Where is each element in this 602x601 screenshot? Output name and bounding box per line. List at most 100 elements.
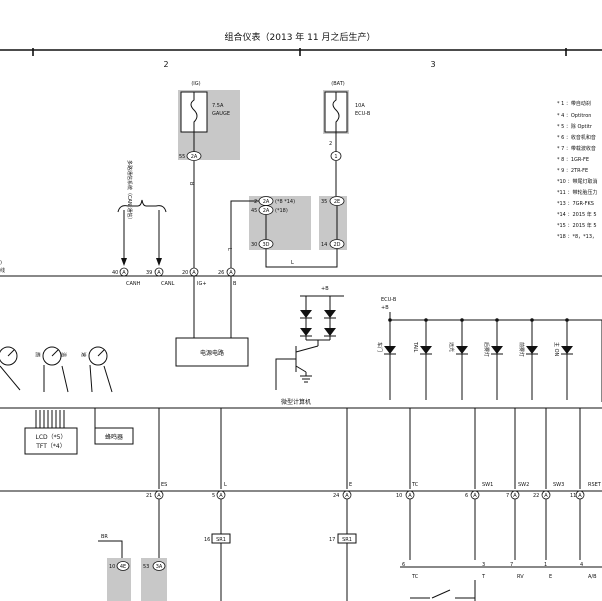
svg-text:E: E (349, 482, 352, 488)
lower-switch-row: 6 3 7 1 4 TC T RV E A/B (402, 562, 597, 601)
small-connector-16: 16 SR1 (204, 533, 231, 544)
svg-text:45: 45 (251, 208, 257, 214)
svg-text:2E: 2E (334, 199, 340, 205)
svg-text:RV: RV (517, 574, 524, 580)
small-connector-17: 17 SR1 (329, 533, 357, 544)
bottom-pin-row: 21 A ES 5 A L 24 A E 10 A TC 6 A SW1 7 A… (146, 482, 602, 500)
indicator-label: 后雾灯 (483, 342, 490, 357)
svg-text:4: 4 (580, 562, 583, 568)
indicator-label: TAIL (412, 341, 418, 353)
svg-text:*15 ：2015 年 5: *15 ：2015 年 5 (557, 222, 597, 229)
fuse-gauge: (IG) 7.5A GAUGE 55 2A (178, 81, 240, 161)
svg-text:3: 3 (482, 562, 485, 568)
svg-text:14: 14 (321, 242, 327, 248)
svg-text:53: 53 (143, 564, 149, 570)
svg-text:1: 1 (334, 154, 337, 160)
svg-text:2A: 2A (263, 199, 270, 205)
svg-text:22: 22 (533, 493, 539, 499)
top-pin-row: 40 A CANH 39 A CANL 20 A IG+ 26 A B (112, 267, 237, 287)
svg-text:+B: +B (321, 286, 329, 292)
diagram-title: 组合仪表（2013 年 11 月之后生产） (225, 31, 376, 43)
svg-text:(*18): (*18) (275, 208, 288, 214)
svg-text:SR1: SR1 (342, 537, 352, 543)
svg-text:A: A (513, 493, 517, 499)
led-cluster: +B (275, 286, 344, 390)
grid-number-3: 3 (430, 60, 435, 69)
svg-text:3A: 3A (156, 564, 163, 570)
svg-text:*10 ：带尾灯取消: *10 ：带尾灯取消 (557, 178, 597, 185)
svg-text:2: 2 (329, 141, 332, 147)
svg-text:A: A (578, 493, 582, 499)
svg-text:* 5 ：除 Optitr: * 5 ：除 Optitr (557, 123, 593, 130)
indicator-led: TAIL (412, 318, 432, 400)
svg-text:A: A (408, 493, 412, 499)
notes-list: * 1 ：带自动刹 * 4 ：Optitron * 5 ：除 Optitr * … (557, 100, 597, 240)
svg-text:7.5A: 7.5A (212, 103, 224, 109)
buzzer: 蜂鸣器 (94, 408, 134, 445)
svg-text:6: 6 (402, 562, 405, 568)
svg-text:6: 6 (465, 493, 468, 499)
svg-text:ECU-B: ECU-B (381, 297, 397, 303)
wire-color-b: L (226, 248, 232, 251)
svg-text:1: 1 (544, 562, 547, 568)
svg-text:A: A (473, 493, 477, 499)
indicator-label: 车门 (376, 342, 383, 352)
svg-text:3D: 3D (262, 242, 269, 248)
svg-text:E: E (549, 574, 552, 580)
power-circuit-label: 电源电路 (200, 349, 224, 357)
svg-text:10: 10 (396, 493, 402, 499)
indicator-led: 远光 (448, 318, 468, 400)
svg-text:LCD（*5）: LCD（*5） (36, 434, 67, 441)
svg-text:SR1: SR1 (216, 537, 226, 543)
power-circuit-box (175, 337, 249, 367)
svg-text:TC: TC (411, 482, 419, 488)
svg-text:2D: 2D (333, 242, 340, 248)
indicator-led: 前雾灯 (518, 318, 538, 400)
svg-text:A: A (345, 493, 349, 499)
svg-text:RSET: RSET (588, 482, 602, 488)
svg-text:*14 ：2015 年 5: *14 ：2015 年 5 (557, 211, 597, 218)
indicator-label: 主 ON (553, 342, 560, 357)
svg-text:(*8 *14): (*8 *14) (275, 199, 295, 205)
svg-text:多路通信系统（CAN 通信）: 多路通信系统（CAN 通信） (126, 160, 133, 222)
svg-text:30: 30 (251, 242, 257, 248)
svg-text:TFT（*4）: TFT（*4） (35, 443, 66, 450)
svg-text:A: A (544, 493, 548, 499)
svg-text:+B: +B (381, 305, 389, 311)
svg-text:*11 ：带轮胎压力: *11 ：带轮胎压力 (557, 189, 597, 196)
svg-text:* 4 ：Optitron: * 4 ：Optitron (557, 113, 591, 119)
lcd-display: LCD（*5） TFT（*4） (24, 410, 78, 455)
indicator-led: 主 ON (553, 318, 573, 400)
bottom-grey-connectors: BR 10 4E 53 3A (98, 534, 167, 601)
svg-text:CANL: CANL (161, 281, 175, 287)
svg-text:21: 21 (146, 493, 152, 499)
svg-text:SW3: SW3 (553, 482, 564, 488)
svg-text:ES: ES (161, 482, 167, 488)
indicator-label: 前雾灯 (518, 342, 525, 357)
indicator-led: 车门 (376, 318, 396, 400)
svg-text:2A: 2A (191, 154, 198, 160)
svg-text:速: 速 (80, 352, 86, 357)
left-cut-label-2: 线 (0, 267, 5, 274)
svg-text:20: 20 (182, 270, 188, 276)
svg-text:35: 35 (321, 199, 327, 205)
svg-text:11: 11 (570, 493, 576, 499)
svg-text:蜂鸣器: 蜂鸣器 (105, 433, 123, 441)
svg-text:A: A (157, 270, 161, 276)
svg-text:24: 24 (333, 493, 339, 499)
svg-text:* 8 ：1GR-FE: * 8 ：1GR-FE (557, 157, 589, 163)
svg-text:A: A (192, 270, 196, 276)
svg-text:A: A (122, 270, 126, 276)
svg-text:A/B: A/B (588, 574, 597, 580)
indicator-label: 远光 (448, 342, 455, 352)
svg-text:(IG): (IG) (191, 81, 200, 87)
svg-text:L: L (224, 482, 227, 488)
svg-text:* 9 ：2TR-FE: * 9 ：2TR-FE (557, 168, 588, 174)
svg-text:26: 26 (218, 270, 224, 276)
svg-text:BR: BR (101, 534, 108, 540)
svg-text:55: 55 (179, 154, 185, 160)
svg-text:燃: 燃 (34, 352, 41, 357)
svg-text:SW1: SW1 (482, 482, 493, 488)
svg-text:(BAT): (BAT) (331, 81, 344, 87)
svg-text:TC: TC (411, 574, 419, 580)
